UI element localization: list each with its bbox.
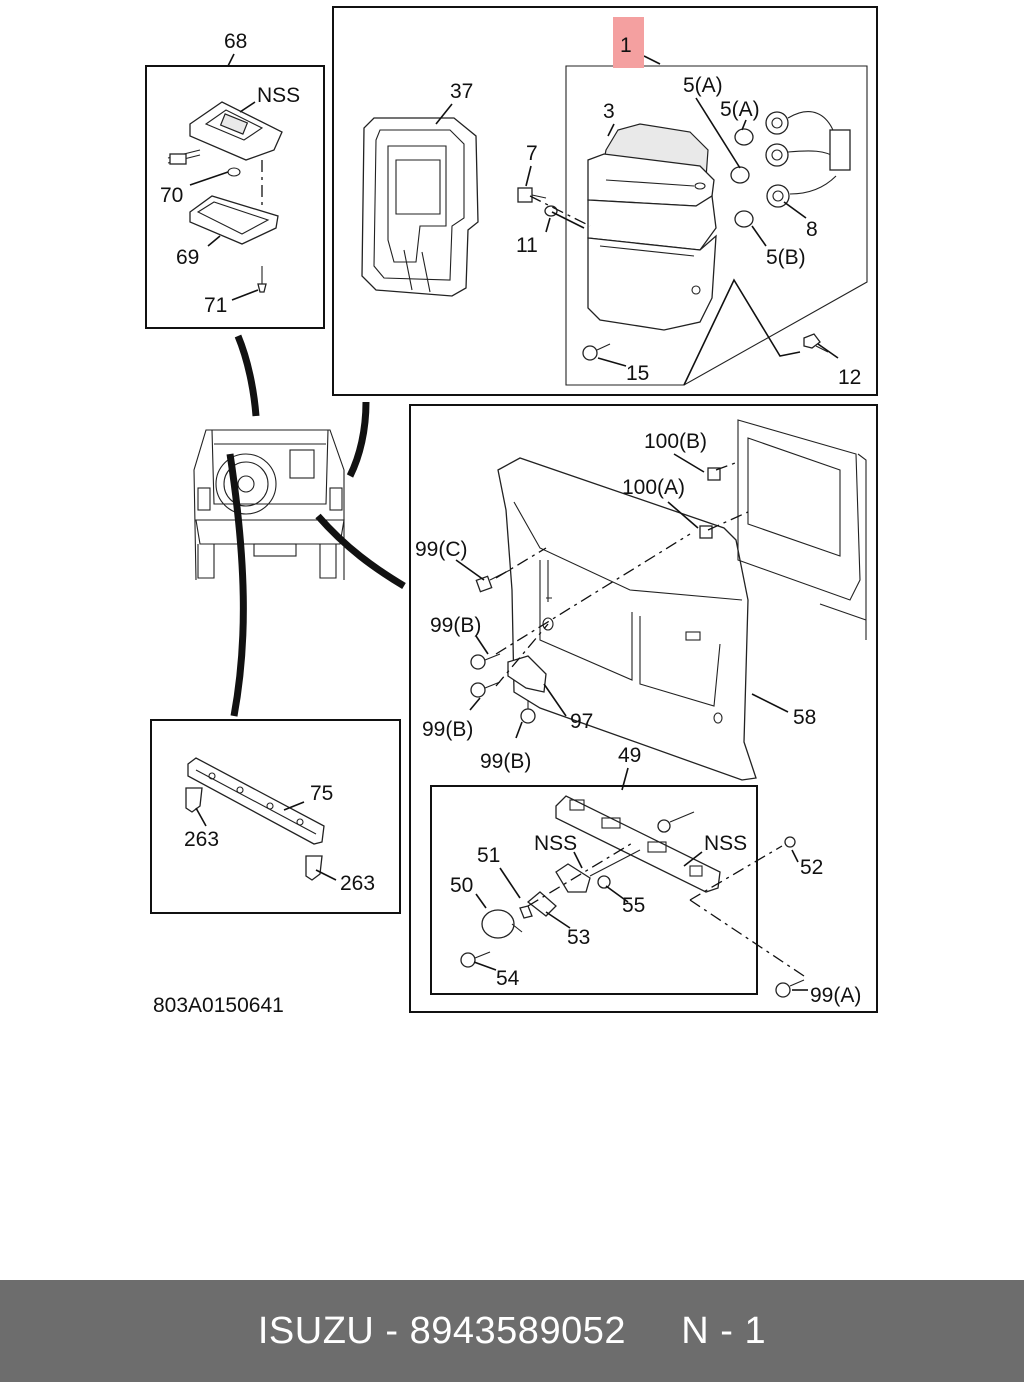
part-label: 7 bbox=[526, 142, 538, 165]
part-label: 99(B) bbox=[422, 718, 473, 741]
footer-page: N - 1 bbox=[681, 1309, 767, 1352]
footer-gap bbox=[626, 1310, 681, 1353]
panel-room-lamp bbox=[145, 65, 325, 329]
leader-curve bbox=[315, 513, 406, 590]
vehicle-rear-view bbox=[193, 429, 345, 581]
part-label: 5(A) bbox=[683, 74, 723, 97]
lamp-gasket-37 bbox=[361, 117, 479, 297]
part-label: 99(B) bbox=[480, 750, 531, 773]
bracket-75 bbox=[185, 757, 325, 881]
panel-license-lamp bbox=[430, 785, 758, 995]
footer-separator: - bbox=[374, 1309, 410, 1352]
part-label: 97 bbox=[570, 710, 593, 733]
bracket-97 bbox=[507, 655, 547, 693]
part-label: 100(A) bbox=[622, 476, 685, 499]
part-labels: 68 NSS 70 69 71 37 1 3 7 11 5(A) 5(A) 8 … bbox=[160, 30, 861, 1007]
dashed-assembly-lines bbox=[495, 195, 805, 977]
license-lamp-49 bbox=[460, 795, 721, 968]
part-label: 1 bbox=[620, 34, 632, 57]
panel-bracket bbox=[150, 719, 401, 914]
screw-99b-1 bbox=[470, 653, 501, 670]
part-label: NSS bbox=[534, 832, 577, 855]
screw-99b-2 bbox=[470, 681, 501, 698]
clip-12 bbox=[803, 333, 829, 353]
part-label: 50 bbox=[450, 874, 473, 897]
part-label: 100(B) bbox=[644, 430, 707, 453]
part-label: 49 bbox=[618, 744, 641, 767]
screw-99b-3 bbox=[520, 700, 536, 724]
highlight-item-1 bbox=[613, 17, 644, 68]
part-label: 71 bbox=[204, 294, 227, 317]
leader-curve bbox=[234, 334, 260, 417]
part-label: NSS bbox=[257, 84, 300, 107]
part-label: 51 bbox=[477, 844, 500, 867]
part-label: 70 bbox=[160, 184, 183, 207]
part-label: 52 bbox=[800, 856, 823, 879]
panel-rear-garnish bbox=[409, 404, 878, 1013]
part-label: 37 bbox=[450, 80, 473, 103]
parts-diagram: 68 NSS 70 69 71 37 1 3 7 11 5(A) 5(A) 8 … bbox=[145, 6, 878, 1017]
part-label: 68 bbox=[224, 30, 247, 53]
leader-curve bbox=[226, 453, 247, 717]
part-label: 8 bbox=[806, 218, 818, 241]
part-label: 69 bbox=[176, 246, 199, 269]
footer-part-number: 8943589052 bbox=[409, 1309, 626, 1352]
part-label: 54 bbox=[496, 967, 520, 990]
part-label: 75 bbox=[310, 782, 333, 805]
screw-52 bbox=[784, 836, 796, 848]
screw-15 bbox=[582, 343, 611, 361]
part-label: 99(A) bbox=[810, 984, 861, 1007]
part-label: 11 bbox=[516, 234, 538, 257]
footer-brand: ISUZU bbox=[257, 1309, 375, 1352]
part-label: 99(C) bbox=[415, 538, 468, 561]
part-label: 55 bbox=[622, 894, 645, 917]
part-label: 5(A) bbox=[720, 98, 760, 121]
panel-rear-combination-lamp bbox=[332, 6, 878, 396]
part-label: 99(B) bbox=[430, 614, 481, 637]
part-label: 58 bbox=[793, 706, 816, 729]
room-lamp-assembly bbox=[167, 101, 283, 293]
drawing-number: 803A0150641 bbox=[153, 994, 284, 1017]
footer-bar: ISUZU - 8943589052 N - 1 bbox=[0, 1280, 1024, 1382]
part-label: 53 bbox=[567, 926, 590, 949]
part-label: 263 bbox=[184, 828, 219, 851]
part-label: NSS bbox=[704, 832, 747, 855]
part-label: 3 bbox=[603, 100, 615, 123]
rear-combination-lamp-3 bbox=[587, 123, 717, 331]
part-label: 12 bbox=[838, 366, 861, 389]
screw-99a bbox=[775, 979, 805, 998]
bulbs-and-harness bbox=[730, 111, 851, 228]
screw-7-washer-11 bbox=[517, 187, 558, 217]
leader-lines bbox=[189, 53, 839, 991]
part-label: 15 bbox=[626, 362, 649, 385]
panel-lamp-subassembly bbox=[565, 65, 868, 386]
part-label: 5(B) bbox=[766, 246, 806, 269]
rear-garnish-58 bbox=[497, 419, 867, 781]
part-label: 263 bbox=[340, 872, 375, 895]
leader-curve bbox=[346, 401, 370, 478]
